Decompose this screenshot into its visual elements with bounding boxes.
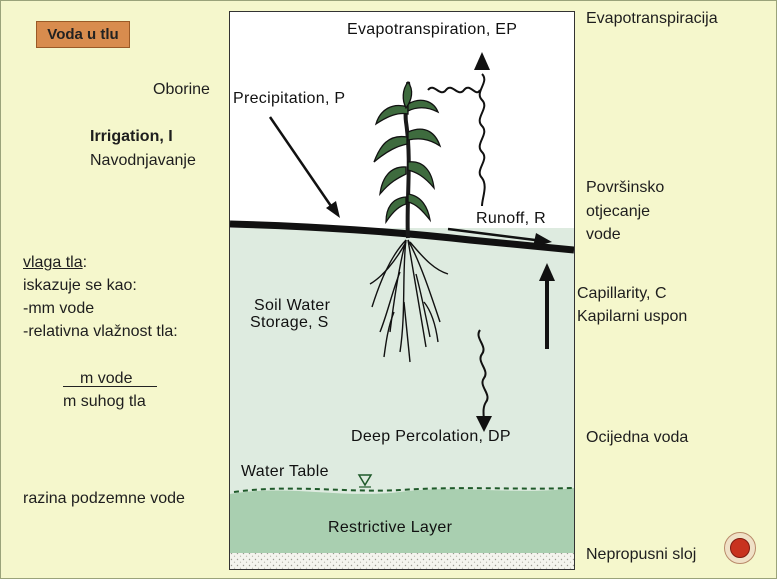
label-irrigation: Irrigation, I bbox=[90, 128, 173, 145]
label-evapotranspiration-ep: Evapotranspiration, EP bbox=[347, 21, 518, 38]
slide-title: Voda u tlu bbox=[47, 26, 119, 43]
record-dot-icon bbox=[730, 538, 750, 558]
label-kapilarni-uspon: Kapilarni uspon bbox=[577, 308, 688, 325]
label-povrsinsko: Površinsko bbox=[586, 179, 665, 196]
label-soil-storage: Storage, S bbox=[250, 314, 329, 331]
diagram-artwork bbox=[230, 52, 574, 569]
water-table-line bbox=[233, 487, 573, 493]
label-deep-percolation-dp: Deep Percolation, DP bbox=[351, 428, 511, 445]
plant-roots bbox=[369, 239, 449, 363]
label-vlaga-tla: vlaga tla bbox=[23, 254, 83, 271]
restrictive-layer bbox=[230, 488, 574, 553]
slide-title-badge: Voda u tlu bbox=[36, 21, 130, 48]
label-precipitation-p: Precipitation, P bbox=[233, 90, 346, 107]
ground-surface bbox=[230, 220, 574, 254]
water-balance-diagram: Evapotranspiration, EP Precipitation, P … bbox=[229, 11, 575, 570]
deep-percolation-arrow bbox=[477, 329, 489, 423]
fraction-numerator: m vode bbox=[80, 370, 133, 387]
label-vlaga-tla-line: vlaga tla: bbox=[23, 251, 87, 274]
label-evapotranspiracija: Evapotranspiracija bbox=[586, 10, 718, 27]
water-table-marker-icon bbox=[357, 474, 373, 487]
runoff-arrow bbox=[447, 227, 536, 242]
label-vlaga-colon: : bbox=[82, 254, 88, 271]
label-soil-water: Soil Water bbox=[254, 297, 331, 314]
plant-leaves bbox=[373, 80, 442, 225]
precipitation-arrow bbox=[268, 116, 335, 210]
capillarity-arrow-icon bbox=[539, 263, 555, 349]
label-restrictive-layer: Restrictive Layer bbox=[328, 519, 453, 536]
label-vode: vode bbox=[586, 226, 621, 243]
label-mm-vode: -mm vode bbox=[23, 300, 95, 317]
label-razina-podzemne-vode: razina podzemne vode bbox=[23, 490, 185, 507]
label-relativna-vlaznost: -relativna vlažnost tla: bbox=[23, 323, 178, 340]
label-otjecanje: otjecanje bbox=[586, 203, 651, 220]
label-iskazuje: iskazuje se kao: bbox=[23, 277, 137, 294]
fraction-denominator: m suhog tla bbox=[63, 393, 146, 410]
label-runoff-r: Runoff, R bbox=[476, 210, 546, 227]
record-button[interactable] bbox=[724, 532, 756, 564]
label-capillarity: Capillarity, C bbox=[577, 285, 667, 302]
label-nepropusni-sloj: Nepropusni sloj bbox=[586, 546, 697, 563]
fraction-line bbox=[63, 386, 157, 387]
sand-strip bbox=[230, 553, 574, 569]
label-ocijedna-voda: Ocijedna voda bbox=[586, 429, 689, 446]
label-navodnjavanje: Navodnjavanje bbox=[90, 152, 196, 169]
label-oborine: Oborine bbox=[153, 81, 210, 98]
evapotranspiration-wave bbox=[427, 86, 481, 94]
label-water-table: Water Table bbox=[241, 463, 329, 480]
